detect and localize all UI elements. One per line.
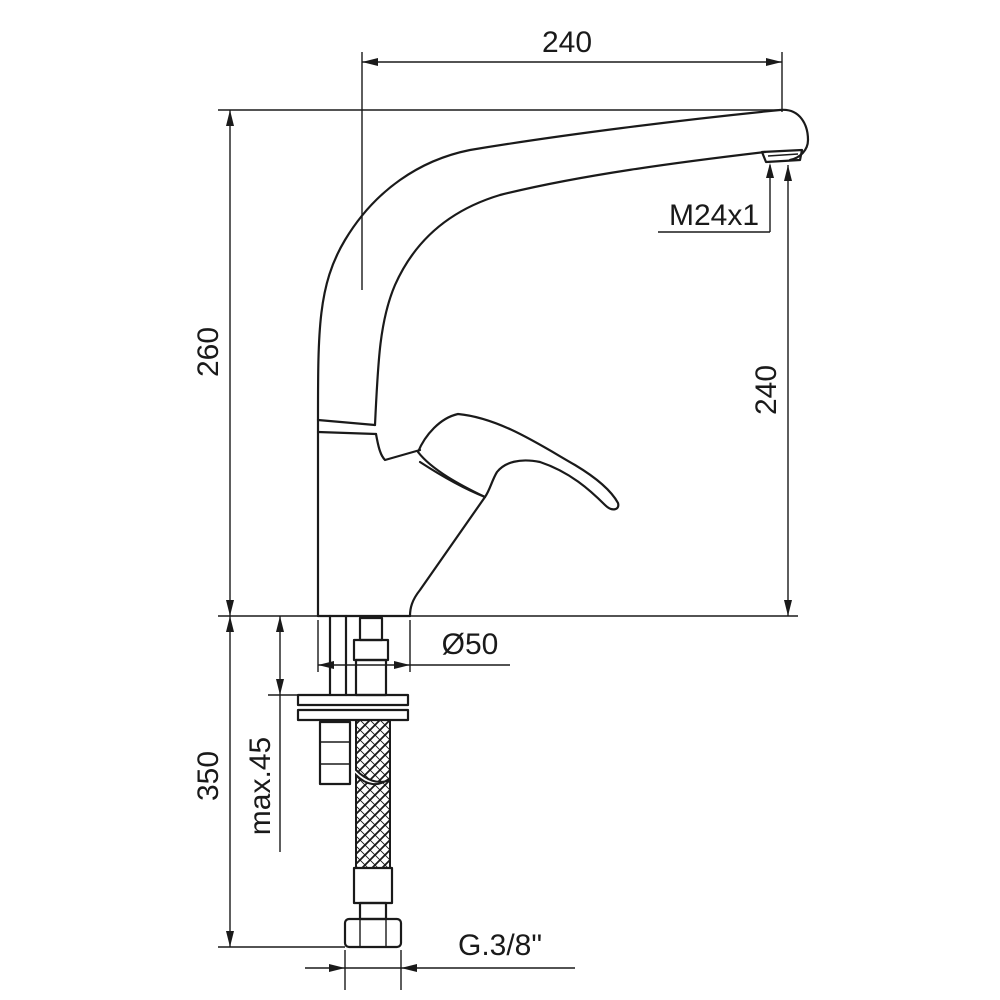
arrow-diameter-left <box>318 661 334 669</box>
arrow-spout-reach-left <box>362 58 378 66</box>
dimension-hose-length: 350 <box>192 616 345 948</box>
label-aerator-thread: M24x1 <box>669 199 759 232</box>
hose-top-connector <box>358 616 384 642</box>
body-right-side <box>374 432 422 462</box>
arrow-spout-reach-right <box>766 58 782 66</box>
arrow-diameter-right <box>394 661 410 669</box>
arrow-total-height-bottom <box>226 600 234 616</box>
body-band-top <box>316 418 377 427</box>
dimension-aerator-thread: M24x1 <box>658 163 774 233</box>
braided-hose-lower <box>355 772 391 869</box>
hose-bottom-nut <box>343 917 403 949</box>
label-spout-reach: 240 <box>542 26 592 59</box>
dimension-base-diameter: Ø50 <box>317 620 510 672</box>
dimension-total-height: 260 <box>192 109 798 617</box>
arrow-max-thickness-bottom <box>276 679 284 695</box>
lever-inner-line <box>418 460 487 499</box>
arrow-total-height-top <box>226 110 234 126</box>
aerator <box>760 148 804 164</box>
arrow-hose-length-bottom <box>226 931 234 947</box>
washer-upper <box>296 693 410 707</box>
faucet-body <box>316 108 810 618</box>
hose-bottom-neck <box>358 901 388 921</box>
dimension-spout-height: 240 <box>750 165 792 616</box>
arrow-thread-left <box>329 964 345 972</box>
spout-outer-contour <box>316 108 810 422</box>
spout-inner-contour <box>373 150 767 427</box>
body-band-bottom <box>316 430 378 436</box>
arrow-hose-length-top <box>226 616 234 632</box>
arrow-spout-height-top <box>784 165 792 181</box>
arrow-spout-height-bottom <box>784 600 792 616</box>
label-spout-height: 240 <box>750 365 783 415</box>
mounting-assembly <box>296 614 410 949</box>
aerator-detail <box>767 153 799 157</box>
hose-bottom-crimp <box>352 866 394 905</box>
braided-hose-upper <box>355 719 391 783</box>
hose-top-collar <box>352 638 390 662</box>
label-base-diameter: Ø50 <box>442 628 499 661</box>
label-total-height: 260 <box>192 327 225 377</box>
dimension-hose-thread: G.3/8" <box>305 929 575 990</box>
lever-handle <box>416 412 620 511</box>
arrow-thread-right <box>401 964 417 972</box>
arrow-aerator-leader <box>766 163 774 178</box>
dimension-spout-reach: 240 <box>361 26 783 290</box>
body-cartridge-side <box>408 495 487 618</box>
washer-lower <box>296 708 410 722</box>
label-hose-thread: G.3/8" <box>458 929 542 962</box>
label-hose-length: 350 <box>192 751 225 801</box>
dimension-max-thickness: max.45 <box>244 616 298 852</box>
rod-hex-nut <box>318 720 352 786</box>
arrow-max-thickness-top <box>276 616 284 632</box>
label-max-thickness: max.45 <box>244 737 277 835</box>
